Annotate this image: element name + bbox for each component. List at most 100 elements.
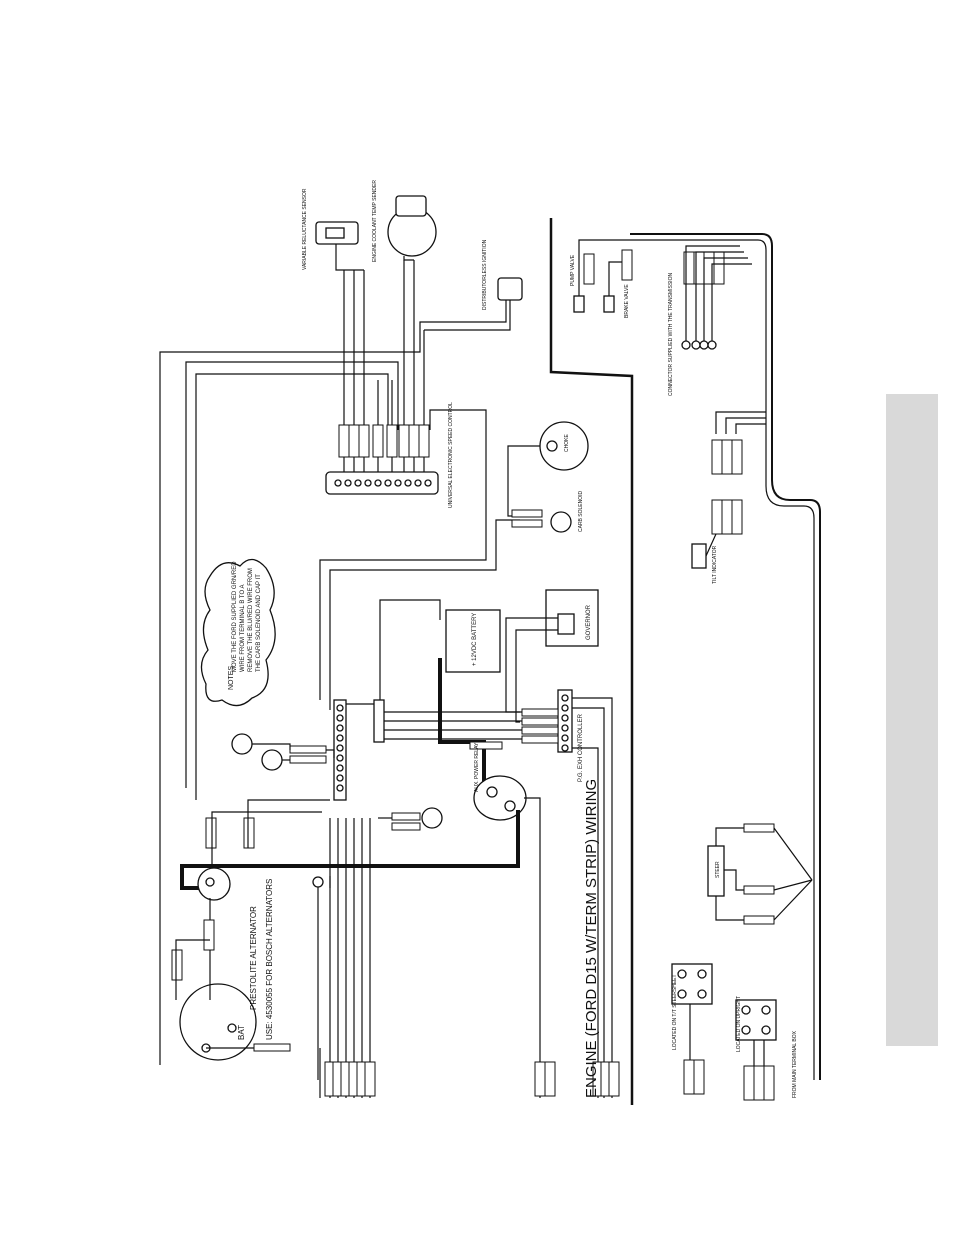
speed-control-wire-tags xyxy=(338,424,430,458)
controller-label: P.G. EXH CONTROLLER xyxy=(578,713,584,782)
limit-switch-tags xyxy=(683,1004,775,1101)
sensor-wire xyxy=(335,244,364,271)
svg-text:GOVERNOR: GOVERNOR xyxy=(586,604,592,640)
terminal-strip-right xyxy=(373,699,385,743)
limit-switch-a xyxy=(671,963,713,1005)
svg-text:TILT INDICATOR: TILT INDICATOR xyxy=(712,545,718,584)
wire-mid-1 xyxy=(319,409,487,700)
right-wire-bundle xyxy=(630,233,821,1080)
alternator-bat-post xyxy=(227,1023,237,1033)
svg-text:CONNECTOR SUPPLIED WITH THE TR: CONNECTOR SUPPLIED WITH THE TRANSMISSION xyxy=(668,273,674,396)
oil-sender-tag-2 xyxy=(391,822,421,831)
terminal-box-label: FROM MAIN TERMINAL BOX xyxy=(792,1030,798,1098)
controller-terminals xyxy=(561,694,569,752)
brake-valve xyxy=(603,295,615,313)
governor-wire-2 xyxy=(515,629,558,723)
aux-relay-post-1 xyxy=(486,786,498,798)
governor-terminal xyxy=(557,613,575,635)
tilt-indicator xyxy=(691,411,766,569)
relay-wire-tag xyxy=(469,741,503,750)
notes-line-3: REMOVE THE BLU/RED WIRE FROM xyxy=(248,568,254,672)
alternator-wire-3 xyxy=(175,939,210,1000)
limit-switch-b xyxy=(735,999,777,1041)
carb-solenoid xyxy=(550,511,572,533)
speed-control-label: UNIVERSAL ELECTRONIC SPEED CONTROL xyxy=(448,402,454,508)
svg-text:CHOKE: CHOKE xyxy=(564,434,570,452)
alternator-tag-5 xyxy=(243,817,255,849)
wire-mid-2 xyxy=(329,519,520,710)
relay-wire xyxy=(524,797,541,1098)
limit-switch-b-label: LOCATED ON UPRIGHT xyxy=(736,996,742,1052)
wire-top-1 xyxy=(159,300,507,1065)
battery-cable xyxy=(438,658,486,786)
limit-switch-a-label: LOCATED ON T/T STEERSHEET xyxy=(672,974,678,1050)
svg-text:BRAKE VALVE: BRAKE VALVE xyxy=(624,284,630,318)
wire-top-3 xyxy=(195,373,389,800)
svg-text:DISTRIBUTORLESS IGNITION: DISTRIBUTORLESS IGNITION xyxy=(482,239,488,310)
aux-relay-label: AUX. POWER RELAY xyxy=(474,742,480,792)
wire-top-2 xyxy=(185,361,399,788)
coolant-wire xyxy=(403,256,414,261)
notes-line-4: THE CARB SOLENOID AND CAP IT xyxy=(256,574,262,672)
svg-text:NOTES: NOTES xyxy=(228,666,235,690)
governor-label: GOVERNOR xyxy=(586,604,592,640)
sending-unit-2 xyxy=(261,749,283,771)
controller-wires xyxy=(380,697,613,1098)
valve-tag-2 xyxy=(621,249,633,281)
divider-line-upper xyxy=(549,218,634,1105)
svg-text:THE CARB SOLENOID AND CAP IT: THE CARB SOLENOID AND CAP IT xyxy=(256,574,262,672)
alternator-tag-3 xyxy=(203,919,215,951)
reluctance-sensor-plug xyxy=(325,227,345,239)
valve-tag-1 xyxy=(583,253,595,285)
distributorless-ignition-module xyxy=(497,277,523,301)
svg-text:FROM MAIN TERMINAL BOX: FROM MAIN TERMINAL BOX xyxy=(792,1030,798,1098)
sending-unit-1-wire xyxy=(252,743,291,750)
distributorless-label: DISTRIBUTORLESS IGNITION xyxy=(482,239,488,310)
controller-wire-tags xyxy=(521,708,559,744)
terminal-strip-terminals xyxy=(336,704,344,792)
battery-neg xyxy=(379,599,441,700)
alternator-note: USE: 4530055 FOR BOSCH ALTERNATORS xyxy=(265,879,274,1040)
sensor-label: VARIABLE RELUCTANCE SENSOR xyxy=(302,188,308,270)
svg-text:WIRE FROM TERMINAL B TO A: WIRE FROM TERMINAL B TO A xyxy=(240,585,246,672)
svg-text:P.G. EXH CONTROLLER: P.G. EXH CONTROLLER xyxy=(578,713,584,782)
carb-solenoid-label: CARB SOLENOID xyxy=(578,490,584,532)
alternator-tag-1 xyxy=(253,1043,291,1052)
steer-label: STEER xyxy=(715,861,721,878)
notes-line-2: WIRE FROM TERMINAL B TO A xyxy=(240,585,246,672)
alternator-tag-2 xyxy=(171,949,183,981)
transmission-connector xyxy=(681,245,752,350)
svg-text:UNIVERSAL ELECTRONIC SPEED CON: UNIVERSAL ELECTRONIC SPEED CONTROL xyxy=(448,402,454,508)
bottom-harness-tags xyxy=(324,1061,620,1097)
starter-cable xyxy=(180,810,520,890)
sending-unit-1 xyxy=(231,733,253,755)
transmission-label: CONNECTOR SUPPLIED WITH THE TRANSMISSION xyxy=(668,273,674,396)
svg-text:LOCATED ON T/T STEERSHEET: LOCATED ON T/T STEERSHEET xyxy=(672,974,678,1050)
svg-text:PUMP VALVE: PUMP VALVE xyxy=(570,254,576,286)
choke-label: CHOKE xyxy=(564,434,570,452)
carb-wire-tag-2 xyxy=(511,519,543,528)
alternator-wire-5 xyxy=(247,799,330,848)
svg-text:AUX. POWER RELAY: AUX. POWER RELAY xyxy=(474,742,480,792)
ground-lug xyxy=(312,876,324,888)
svg-text:STEER: STEER xyxy=(715,861,721,878)
notes-heading: NOTES xyxy=(228,666,235,690)
diagram-title: ENGINE (FORD D15 W/TERM STRIP) WIRING xyxy=(583,779,600,1098)
alternator xyxy=(179,983,257,1061)
ignition-wire xyxy=(424,300,511,331)
alternator-label: PRESTOLITE ALTERNATOR xyxy=(249,906,258,1010)
alternator-tag-4 xyxy=(205,817,217,849)
alternator-wire-4 xyxy=(211,811,322,868)
right-wire-bundle-inner xyxy=(630,239,815,1080)
svg-text:VARIABLE RELUCTANCE SENSOR: VARIABLE RELUCTANCE SENSOR xyxy=(302,188,308,270)
page-side-tab xyxy=(886,394,938,1046)
steer-switch xyxy=(707,823,813,925)
svg-text:PRESTOLITE ALTERNATOR: PRESTOLITE ALTERNATOR xyxy=(249,906,258,1010)
alternator-regulator-post xyxy=(205,877,215,887)
carb-wire-tag-1 xyxy=(511,509,543,518)
pump-valve-wire xyxy=(578,239,630,296)
svg-text:USE: 4530055 FOR BOSCH ALTERNA: USE: 4530055 FOR BOSCH ALTERNATORS xyxy=(265,879,274,1040)
sending-wire-to-strip xyxy=(326,749,335,758)
svg-text:ENGINE (FORD D15 W/TERM STRIP): ENGINE (FORD D15 W/TERM STRIP) WIRING xyxy=(583,779,600,1098)
